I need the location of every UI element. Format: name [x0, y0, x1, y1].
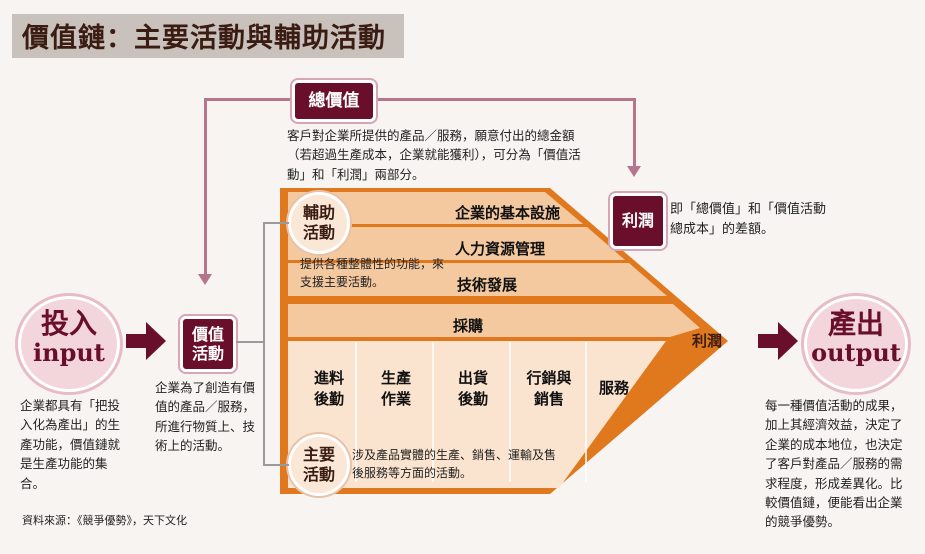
input-title-zh: 投入: [40, 307, 97, 340]
total-value-label: 總價值: [308, 90, 360, 111]
primary-item-marketing-sales: 行銷與銷售: [526, 369, 572, 408]
primary-item-outbound-logistics: 出貨後勤: [457, 369, 488, 408]
primary-item-inbound-logistics: 進料後勤: [313, 369, 344, 408]
support-activities-description: 提供各種整體性的功能，來支援主要活動。: [300, 257, 445, 289]
support-band-technology: [288, 263, 667, 296]
connector-right-horizontal: [376, 98, 636, 101]
support-activities-label: 輔助活動: [302, 203, 335, 242]
total-value-box: 總價值: [292, 80, 376, 122]
primary-activities-area: [288, 341, 666, 488]
support-band-infrastructure: [288, 192, 583, 224]
total-value-description: 客戶對企業所提供的產品／服務，願意付出的總金額（若超過生產成本，企業就能獲利），…: [287, 128, 581, 182]
bracket-bottom: [263, 464, 289, 466]
input-arrow-shaft: [126, 334, 148, 348]
bracket-vertical: [263, 222, 265, 466]
support-item-technology: 技術發展: [457, 276, 518, 294]
input-description: 企業都具有「把投入化為產出」的生產功能，價值鏈就是生產功能的集合。: [20, 398, 121, 491]
primary-activities-label: 主要活動: [302, 445, 335, 484]
source-note: 資料來源：《競爭優勢》，天下文化: [22, 514, 187, 527]
connector-right-arrowhead: [627, 166, 641, 177]
output-circle: 產出 output: [804, 296, 908, 392]
title-bar: [12, 14, 404, 58]
primary-item-operations: 生產作業: [380, 369, 411, 408]
output-arrow-shaft: [758, 334, 780, 348]
bracket-stem: [236, 341, 264, 343]
connector-left-arrowhead: [198, 274, 212, 285]
input-circle: 投入 input: [18, 296, 120, 392]
support-activities-badge: 輔助活動: [288, 192, 350, 254]
value-chain-diagram: [280, 188, 728, 494]
input-arrow-head: [146, 322, 166, 360]
support-item-procurement: 採購: [453, 317, 484, 335]
input-title-en: input: [33, 337, 105, 367]
primary-activities-description: 涉及產品實體的生產、銷售、運輸及售後服務等方面的活動。: [352, 448, 557, 480]
value-activities-description: 企業為了創造有價值的產品／服務，所進行物質上、技術上的活動。: [155, 380, 256, 454]
primary-activities-badge: 主要活動: [288, 434, 350, 496]
page-title: 價值鏈：主要活動與輔助活動: [22, 23, 386, 54]
primary-item-service: 服務: [598, 379, 629, 397]
support-item-infrastructure: 企業的基本設施: [455, 204, 561, 222]
support-band-procurement: [288, 304, 700, 337]
value-activities-box: 價值活動: [180, 316, 236, 372]
support-item-hr: 人力資源管理: [455, 240, 546, 258]
profit-label: 利潤: [621, 211, 654, 231]
output-title-zh: 產出: [827, 307, 884, 340]
connector-left-vertical: [204, 98, 207, 278]
profit-description: 即「總價值」和「價值活動總成本」的差額。: [670, 202, 827, 238]
connector-left-horizontal: [204, 98, 294, 101]
profit-arrow-label: 利潤: [692, 332, 723, 350]
output-arrow-head: [778, 322, 798, 360]
profit-box: 利潤: [610, 193, 666, 249]
value-activities-label: 價值活動: [191, 324, 224, 363]
support-band-hr: [288, 227, 625, 260]
connector-right-vertical: [633, 98, 636, 168]
output-description: 每一種價值活動的成果，加上其經濟效益，決定了企業的成本地位，也決定了客戶對產品／…: [765, 398, 903, 530]
bracket-top: [263, 222, 289, 224]
output-title-en: output: [811, 337, 901, 367]
